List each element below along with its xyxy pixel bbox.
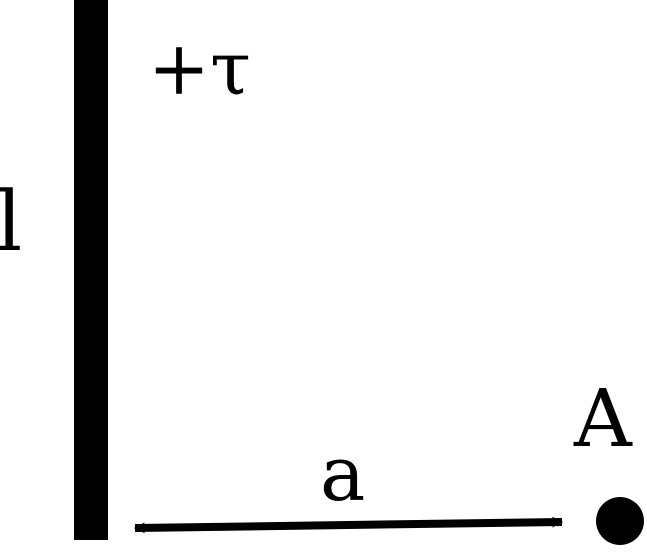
distance-label: a: [320, 429, 365, 518]
charge-density-label: +τ: [148, 26, 251, 112]
rod-length-label: l: [0, 175, 22, 270]
charged-rod: [74, 0, 108, 540]
distance-arrow: [133, 516, 564, 534]
point-label: A: [573, 372, 633, 465]
point-a-dot: [596, 497, 644, 545]
